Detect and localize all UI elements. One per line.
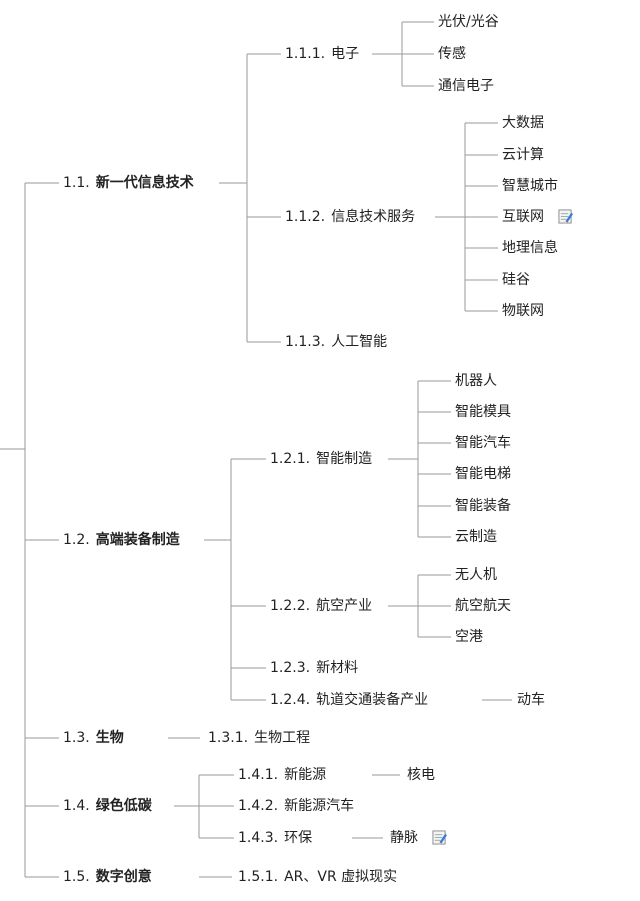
leaf-1-2-7-text: 物联网: [502, 303, 544, 319]
leaf-2-2-2-text: 航空航天: [455, 598, 511, 614]
leaf-1-1-3-text: 通信电子: [438, 78, 494, 94]
leaf-2-1-5-text: 智能装备: [455, 498, 511, 514]
leaf-2-1-3[interactable]: 智能汽车: [455, 433, 511, 453]
leaf-1-1-1[interactable]: 光伏/光谷: [438, 12, 499, 32]
subsection-4-2-text: 新能源汽车: [284, 798, 355, 814]
leaf-1-1-1-text: 光伏/光谷: [438, 14, 499, 30]
subsection-2-4-text: 轨道交通装备产业: [316, 692, 429, 708]
note-pencil-icon[interactable]: [558, 209, 573, 224]
section-3-number: 1.3.: [63, 730, 90, 746]
subsection-2-3-number: 1.2.3.: [270, 660, 311, 676]
leaf-2-2-3-text: 空港: [455, 629, 483, 645]
leaf-2-2-1-text: 无人机: [455, 567, 497, 583]
subsection-2-1-number: 1.2.1.: [270, 451, 311, 467]
section-4-number: 1.4.: [63, 798, 90, 814]
leaf-4-3-1[interactable]: 静脉: [390, 828, 418, 848]
section-2[interactable]: 1.2. 高端装备制造: [63, 530, 180, 550]
subsection-2-3[interactable]: 1.2.3. 新材料: [270, 658, 358, 678]
section-5-number: 1.5.: [63, 869, 90, 885]
section-2-text: 高端装备制造: [95, 532, 180, 548]
leaf-2-1-1-text: 机器人: [455, 373, 497, 389]
subsection-4-3-number: 1.4.3.: [238, 830, 279, 846]
subsection-1-2[interactable]: 1.1.2. 信息技术服务: [285, 207, 415, 227]
leaf-1-2-2-text: 云计算: [502, 147, 544, 163]
section-1-text: 新一代信息技术: [95, 175, 194, 191]
subsection-3-1[interactable]: 1.3.1. 生物工程: [208, 728, 310, 748]
leaf-1-2-6[interactable]: 硅谷: [502, 270, 530, 290]
subsection-4-2-number: 1.4.2.: [238, 798, 279, 814]
leaf-2-1-2-text: 智能模具: [455, 404, 511, 420]
subsection-1-2-text: 信息技术服务: [331, 209, 416, 225]
subsection-4-2[interactable]: 1.4.2. 新能源汽车: [238, 796, 354, 816]
subsection-2-2[interactable]: 1.2.2. 航空产业: [270, 596, 372, 616]
section-3[interactable]: 1.3. 生物: [63, 728, 124, 748]
section-5[interactable]: 1.5. 数字创意: [63, 867, 152, 887]
subsection-2-2-text: 航空产业: [316, 598, 373, 614]
subsection-2-1-text: 智能制造: [316, 451, 373, 467]
leaf-2-1-1[interactable]: 机器人: [455, 371, 497, 391]
section-1-number: 1.1.: [63, 175, 90, 191]
leaf-2-2-2[interactable]: 航空航天: [455, 596, 511, 616]
section-5-text: 数字创意: [95, 869, 152, 885]
section-1[interactable]: 1.1. 新一代信息技术: [63, 173, 194, 193]
subsection-2-4[interactable]: 1.2.4. 轨道交通装备产业: [270, 690, 428, 710]
subsection-5-1-number: 1.5.1.: [238, 869, 279, 885]
leaf-2-1-2[interactable]: 智能模具: [455, 402, 511, 422]
leaf-2-2-3[interactable]: 空港: [455, 627, 483, 647]
subsection-2-2-number: 1.2.2.: [270, 598, 311, 614]
section-4[interactable]: 1.4. 绿色低碳: [63, 796, 152, 816]
leaf-4-1-1[interactable]: 核电: [407, 765, 435, 785]
leaf-1-1-2-text: 传感: [438, 46, 466, 62]
section-4-text: 绿色低碳: [95, 798, 152, 814]
leaf-1-2-4[interactable]: 互联网: [502, 207, 544, 227]
subsection-1-2-number: 1.1.2.: [285, 209, 326, 225]
leaf-1-2-5-text: 地理信息: [502, 240, 558, 256]
leaf-2-4-1[interactable]: 动车: [517, 690, 545, 710]
leaf-1-1-2[interactable]: 传感: [438, 44, 466, 64]
subsection-1-1-number: 1.1.1.: [285, 46, 326, 62]
subsection-4-1[interactable]: 1.4.1. 新能源: [238, 765, 326, 785]
leaf-1-2-6-text: 硅谷: [502, 272, 530, 288]
subsection-5-1[interactable]: 1.5.1. AR、VR 虚拟现实: [238, 867, 397, 887]
section-2-number: 1.2.: [63, 532, 90, 548]
subsection-2-1[interactable]: 1.2.1. 智能制造: [270, 449, 372, 469]
leaf-1-2-1[interactable]: 大数据: [502, 113, 544, 133]
subsection-1-1-text: 电子: [331, 46, 360, 62]
leaf-2-1-6-text: 云制造: [455, 529, 497, 545]
leaf-2-1-4[interactable]: 智能电梯: [455, 464, 511, 484]
leaf-1-2-5[interactable]: 地理信息: [502, 238, 558, 258]
note-pencil-icon[interactable]: [432, 830, 447, 845]
leaf-1-2-3-text: 智慧城市: [502, 178, 558, 194]
subsection-4-1-text: 新能源: [284, 767, 327, 783]
subsection-4-3[interactable]: 1.4.3. 环保: [238, 828, 312, 848]
leaf-2-1-6[interactable]: 云制造: [455, 527, 497, 547]
leaf-2-1-4-text: 智能电梯: [455, 466, 511, 482]
subsection-3-1-text: 生物工程: [254, 730, 311, 746]
leaf-4-3-1-text: 静脉: [390, 830, 418, 846]
subsection-1-3-text: 人工智能: [331, 334, 388, 350]
leaf-4-1-1-text: 核电: [407, 767, 435, 783]
section-3-text: 生物: [95, 730, 124, 746]
subsection-3-1-number: 1.3.1.: [208, 730, 249, 746]
subsection-1-1[interactable]: 1.1.1. 电子: [285, 44, 359, 64]
subsection-2-4-number: 1.2.4.: [270, 692, 311, 708]
leaf-1-2-1-text: 大数据: [502, 115, 544, 131]
leaf-2-1-5[interactable]: 智能装备: [455, 496, 511, 516]
subsection-2-3-text: 新材料: [316, 660, 359, 676]
leaf-2-4-1-text: 动车: [517, 692, 545, 708]
leaf-2-2-1[interactable]: 无人机: [455, 565, 497, 585]
leaf-1-2-3[interactable]: 智慧城市: [502, 176, 558, 196]
subsection-4-1-number: 1.4.1.: [238, 767, 279, 783]
leaf-1-2-2[interactable]: 云计算: [502, 145, 544, 165]
subsection-4-3-text: 环保: [284, 830, 313, 846]
leaf-1-1-3[interactable]: 通信电子: [438, 76, 494, 96]
leaf-2-1-3-text: 智能汽车: [455, 435, 511, 451]
leaf-1-2-7[interactable]: 物联网: [502, 301, 544, 321]
subsection-5-1-text: AR、VR 虚拟现实: [284, 869, 398, 885]
subsection-1-3[interactable]: 1.1.3. 人工智能: [285, 332, 387, 352]
subsection-1-3-number: 1.1.3.: [285, 334, 326, 350]
leaf-1-2-4-text: 互联网: [502, 209, 544, 225]
